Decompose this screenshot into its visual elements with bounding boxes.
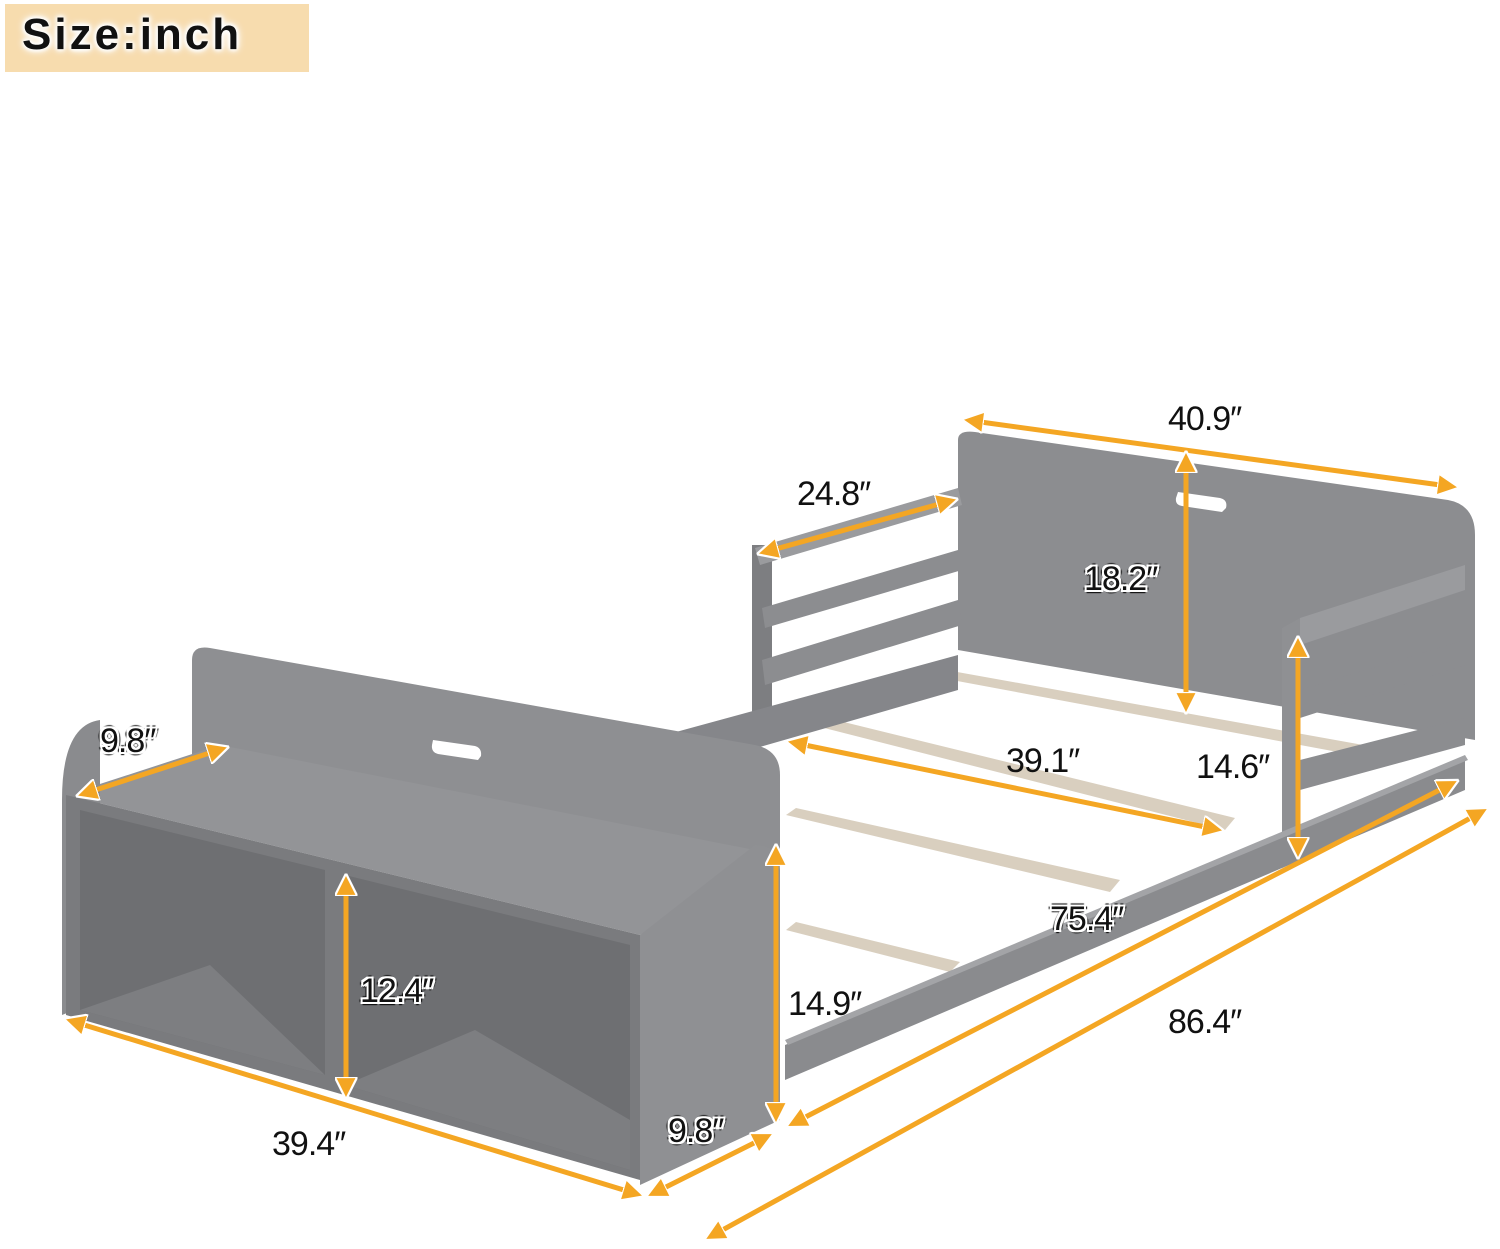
arrow-slat-length — [790, 742, 1220, 830]
label-bench-depth-top: 9.8″ — [100, 722, 156, 760]
arrow-bench-depth-top — [80, 748, 225, 795]
dimension-arrows — [68, 420, 1485, 1238]
label-slat-length: 39.1″ — [1006, 742, 1080, 780]
title-badge — [5, 4, 309, 72]
label-headboard-height: 18.2″ — [1084, 560, 1158, 598]
arrow-guard-length — [761, 500, 954, 553]
front-side-rail — [785, 760, 1465, 1080]
size-unit-title: Size:inch — [22, 10, 243, 59]
arrow-headboard-width — [966, 420, 1455, 487]
label-inner-length: 75.4″ — [1050, 900, 1124, 938]
label-overall-length: 86.4″ — [1168, 1003, 1242, 1041]
storage-bench — [62, 647, 780, 1185]
back-side-rail — [665, 655, 958, 770]
label-bench-height: 14.9″ — [788, 985, 862, 1023]
label-bench-depth-bottom: 9.8″ — [668, 1112, 724, 1150]
bench-handle-cutout — [431, 740, 482, 760]
label-guard-length: 24.8″ — [797, 475, 871, 513]
label-guardrail-height: 14.6″ — [1196, 748, 1270, 786]
arrow-overall-length — [708, 810, 1485, 1238]
arrow-bench-width — [68, 1020, 640, 1195]
arrow-bench-depth-bottom — [650, 1135, 770, 1195]
label-headboard-width: 40.9″ — [1168, 400, 1242, 438]
label-bench-width: 39.4″ — [272, 1125, 346, 1163]
label-cubby-height: 12.4″ — [360, 972, 434, 1010]
